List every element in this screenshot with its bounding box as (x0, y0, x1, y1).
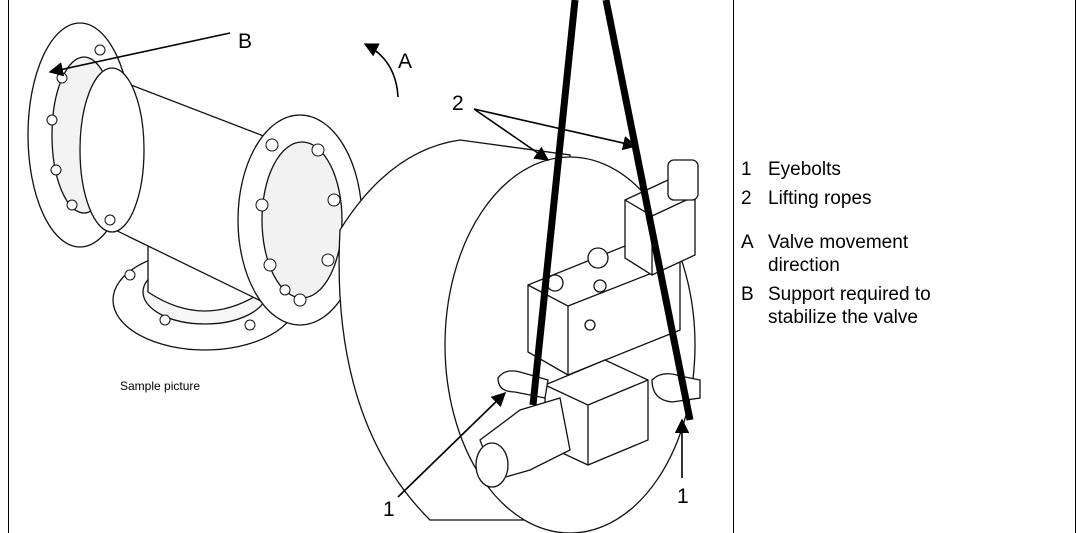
legend-key: A (741, 232, 754, 253)
leader-1-left (397, 391, 507, 498)
cable-gland (667, 159, 699, 201)
leader-2-right (473, 108, 638, 151)
callout-b: B (238, 30, 252, 53)
legend-text: Eyebolts (768, 159, 841, 180)
lifting-rope-left (529, 0, 579, 406)
figure-frame (8, 0, 1076, 533)
leader-2-left (473, 108, 550, 161)
arrow-a-movement (363, 43, 399, 98)
column-divider (733, 0, 734, 533)
legend-text: Lifting ropes (768, 188, 872, 209)
valve-lifting-drawing: B A 2 1 1 Sample picture (27, 0, 701, 533)
sample-picture-caption: Sample picture (120, 379, 200, 393)
callout-a: A (398, 50, 412, 73)
callout-1-right: 1 (677, 485, 689, 508)
leader-b (48, 32, 231, 77)
legend-text: Support required to stabilize the valve (768, 284, 931, 328)
callout-1-left: 1 (383, 498, 395, 521)
legend-item-eyebolts: 1 Eyebolts (741, 158, 1061, 181)
eyebolt-right (651, 373, 701, 403)
legend-text: Valve movement direction (768, 232, 909, 276)
legend-key: 2 (741, 188, 752, 209)
legend: 1 Eyebolts 2 Lifting ropes A Valve movem… (741, 158, 1061, 329)
legend-item-movement-direction: A Valve movement direction (741, 231, 1061, 277)
legend-item-lifting-ropes: 2 Lifting ropes (741, 187, 1061, 210)
lifting-rope-right (602, 0, 694, 421)
callout-2: 2 (452, 92, 464, 115)
legend-key: B (741, 284, 754, 305)
legend-item-support-required: B Support required to stabilize the valv… (741, 283, 1061, 329)
legend-key: 1 (741, 159, 752, 180)
